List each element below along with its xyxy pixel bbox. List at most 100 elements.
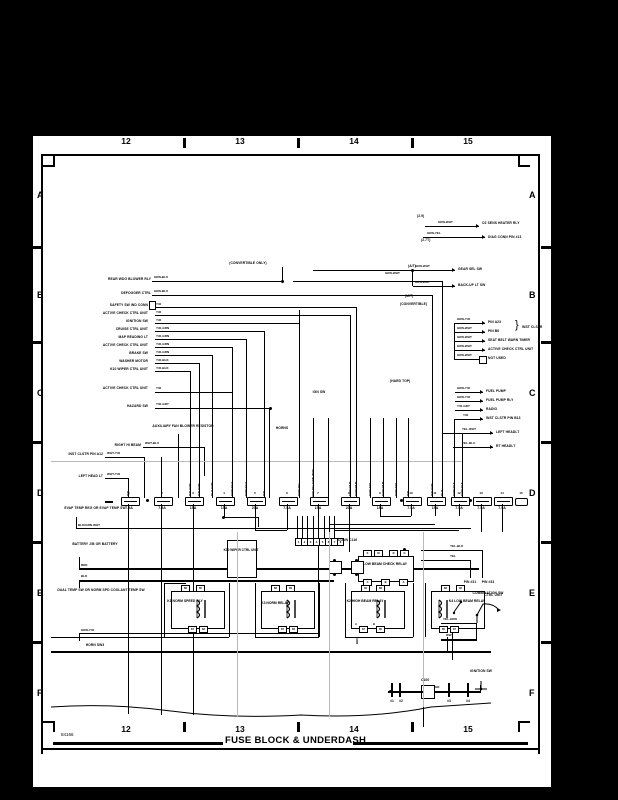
row-label-F-right: F xyxy=(529,688,535,698)
fuse-9[interactable] xyxy=(372,497,391,506)
gnd-label-2: #2 xyxy=(399,699,403,703)
dnode-3 xyxy=(333,573,336,576)
wire-grn-wht-o2: GRN-WHT xyxy=(438,220,453,224)
k1-label: K1 NORM SPEED RLY xyxy=(167,599,203,603)
wire-yoblk-1: Y/O-BLK xyxy=(156,358,169,362)
ign-wire-v xyxy=(480,685,481,692)
fd-56h xyxy=(255,530,287,531)
k3-pin-87: 87 xyxy=(278,626,287,633)
label-active-check-r: ACTIVE CHECK CTRL UNIT xyxy=(488,347,534,351)
fuse-3[interactable] xyxy=(185,497,204,506)
drop-14 xyxy=(328,418,329,498)
wire-whtyo-1: WHT-Y/O xyxy=(107,451,121,455)
wire-seg-wm1 xyxy=(155,363,200,364)
wire-grn-wht-gear: GRN-WHT xyxy=(415,264,430,268)
wire-seg-df1 xyxy=(152,295,433,296)
fuse-5[interactable] xyxy=(247,497,266,506)
arrow-gear xyxy=(452,268,455,272)
wire-grn-wht-nu: GRN-WHT xyxy=(457,353,472,357)
k4-gnd-v xyxy=(447,637,448,651)
row-tick-r5 xyxy=(541,641,551,644)
k1-pin-85: 85 xyxy=(196,585,205,592)
column-label-b15: 15 xyxy=(463,724,473,734)
relay-k3[interactable] xyxy=(261,591,315,629)
wire-seg-cc2 xyxy=(264,331,265,418)
fuse-node-c xyxy=(469,499,472,502)
wire-wht-comb: WHT xyxy=(446,633,453,637)
wire-seg-sb xyxy=(455,341,485,342)
frame-bottom-rule xyxy=(41,748,539,750)
fuse-13[interactable] xyxy=(473,497,492,506)
k10-wiper-ctrl-unit[interactable] xyxy=(227,540,257,578)
fuse-8[interactable] xyxy=(341,497,360,506)
fuse-1[interactable] xyxy=(121,497,140,506)
k2-enc-r xyxy=(413,583,414,637)
annot-2-9: (2.9) xyxy=(417,214,425,218)
combination-sw-icon[interactable] xyxy=(469,601,511,623)
k1-enc-b xyxy=(164,637,229,638)
fuse-15-slot[interactable] xyxy=(515,498,528,506)
label-left-head-lt: LEFT HEAD LT xyxy=(78,474,103,478)
wire-whtblu: WHT-BLU xyxy=(145,441,160,445)
column-label-15: 15 xyxy=(463,136,473,146)
k2-pin-a: A xyxy=(355,623,357,626)
relay-k2[interactable] xyxy=(351,591,405,629)
corner-mark-br xyxy=(518,721,530,733)
k4-pin-87: 87 xyxy=(450,626,459,633)
annot-at: (A/T) xyxy=(408,264,417,268)
relay-k1[interactable] xyxy=(171,591,225,629)
wire-seg-ss1 xyxy=(155,307,357,308)
doc-id: 84166 xyxy=(61,732,74,737)
k4-coil-icon xyxy=(437,599,463,619)
junction-hz xyxy=(269,407,272,410)
fuse-bus-in xyxy=(105,501,113,503)
wire-seg-fp xyxy=(455,392,483,393)
label-c100: C100 xyxy=(421,678,430,682)
wire-seg-gwmain xyxy=(313,270,413,271)
lv-2 xyxy=(161,679,162,715)
annot-hard-top: (HARD TOP) xyxy=(390,379,411,383)
fuse-6[interactable] xyxy=(279,497,298,506)
comb-wire-2 xyxy=(441,639,477,641)
conv-lead-v xyxy=(282,267,283,277)
k1-enc-l xyxy=(164,583,165,637)
wire-seg-clbus xyxy=(454,323,455,360)
fuse-2[interactable] xyxy=(154,497,173,506)
vlabel-8: GRN-BLU xyxy=(230,482,234,496)
wire-grn-wht-backup: GRN-WHT xyxy=(415,280,430,284)
fd-4h xyxy=(224,517,259,518)
fuse-num-10: 10 xyxy=(409,491,413,495)
wire-yo-4: Y/O xyxy=(156,386,162,390)
fuse-11[interactable] xyxy=(427,497,446,506)
fuse-14[interactable] xyxy=(494,497,513,506)
fuse-12[interactable] xyxy=(451,497,470,506)
wire-blk: BLK xyxy=(81,574,88,578)
fd-5v xyxy=(255,517,256,531)
c116-feed-b xyxy=(329,524,435,525)
wire-seg-mr2 xyxy=(246,339,247,418)
wire-seg-ac5 xyxy=(155,392,233,393)
fuse-amp-1: 7.5A xyxy=(125,506,133,510)
column-tick-2 xyxy=(297,138,300,148)
column-label-b13: 13 xyxy=(235,724,245,734)
k2-pin-85: 85 xyxy=(376,626,385,633)
wire-whtyo-2: WHT-Y/O xyxy=(107,472,121,476)
column-tick-b3 xyxy=(411,722,414,732)
fuse-4[interactable] xyxy=(216,497,235,506)
arrow-lhl xyxy=(490,431,493,435)
fuse-10[interactable] xyxy=(403,497,422,506)
label-aux-fan: AUXILIARY FAN BLOWER RESISTOR xyxy=(152,424,214,428)
fd-7 xyxy=(318,504,319,619)
label-map-reading: MAP READING LT xyxy=(118,335,148,339)
wire-grn-wht-b6: GRN-WHT xyxy=(457,326,472,330)
connector-c116[interactable]: 1 2 3 4 5 6 7 8 xyxy=(295,538,344,546)
k3-enc-l xyxy=(255,583,256,637)
arrow-b6 xyxy=(482,330,485,334)
vlabel-10: Y/O xyxy=(262,490,266,496)
fuse-7[interactable] xyxy=(310,497,329,506)
low-beam-check-relay[interactable] xyxy=(358,556,414,582)
fuse-num-8: 8 xyxy=(348,491,350,495)
label-brake-sw: BRAKE SW xyxy=(129,351,148,355)
fd-1 xyxy=(128,504,129,674)
fuse-num-12: 12 xyxy=(457,491,461,495)
